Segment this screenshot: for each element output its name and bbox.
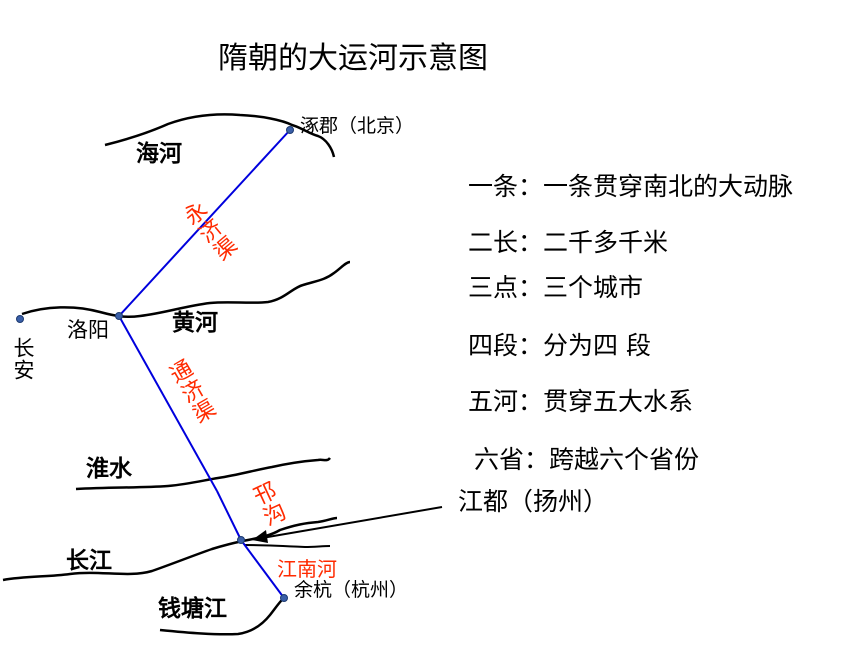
- summary-item: 五河：贯穿五大水系: [468, 387, 694, 416]
- jiangdu-arrow: [261, 506, 443, 539]
- jiangnan-canal-line: [240, 539, 285, 599]
- summary-item: 六省：跨越六个省份: [474, 445, 700, 474]
- huai-river-line: [75, 457, 331, 491]
- yellow-river-label: 黄河: [172, 310, 218, 336]
- changan-label: 长安: [11, 337, 35, 381]
- huai-river-label: 淮水: [86, 456, 132, 482]
- qiantang-river-line: [159, 596, 285, 636]
- yangtze-river-line: [2, 516, 338, 582]
- jiangdu-dot: [237, 536, 245, 544]
- summary-item: 二长：二千多千米: [468, 228, 669, 257]
- yellow-river-line: [21, 260, 351, 319]
- jiangnan-canal-label: 江南河: [277, 557, 337, 581]
- luoyang-label: 洛阳: [67, 318, 109, 342]
- yangtze-river-label: 长江: [66, 548, 112, 574]
- zhuojun-label: 涿郡（北京）: [300, 115, 415, 137]
- qiantang-river-label: 钱塘江: [158, 596, 227, 622]
- summary-item: 四段：分为四 段: [468, 331, 651, 360]
- jiangdu-label: 江都（扬州）: [458, 487, 609, 516]
- jiangdu-arrowhead: [252, 530, 268, 543]
- hai-river-label: 海河: [136, 141, 182, 167]
- luoyang-dot: [115, 312, 123, 320]
- map-title: 隋朝的大运河示意图: [218, 41, 488, 76]
- yuhang-label: 余杭（杭州）: [294, 579, 409, 601]
- summary-item: 一条：一条贯穿南北的大动脉: [468, 172, 794, 201]
- yangtze-river-line-lower: [244, 544, 331, 549]
- yongji-canal-line: [118, 129, 291, 317]
- changan-dot: [16, 315, 24, 323]
- yuhang-dot: [280, 594, 288, 602]
- tongji-canal-line: [118, 315, 218, 492]
- hangou-canal-line: [216, 490, 242, 541]
- summary-item: 三点：三个城市: [468, 273, 644, 302]
- zhuojun-dot: [286, 126, 294, 134]
- hai-river-line: [104, 113, 336, 158]
